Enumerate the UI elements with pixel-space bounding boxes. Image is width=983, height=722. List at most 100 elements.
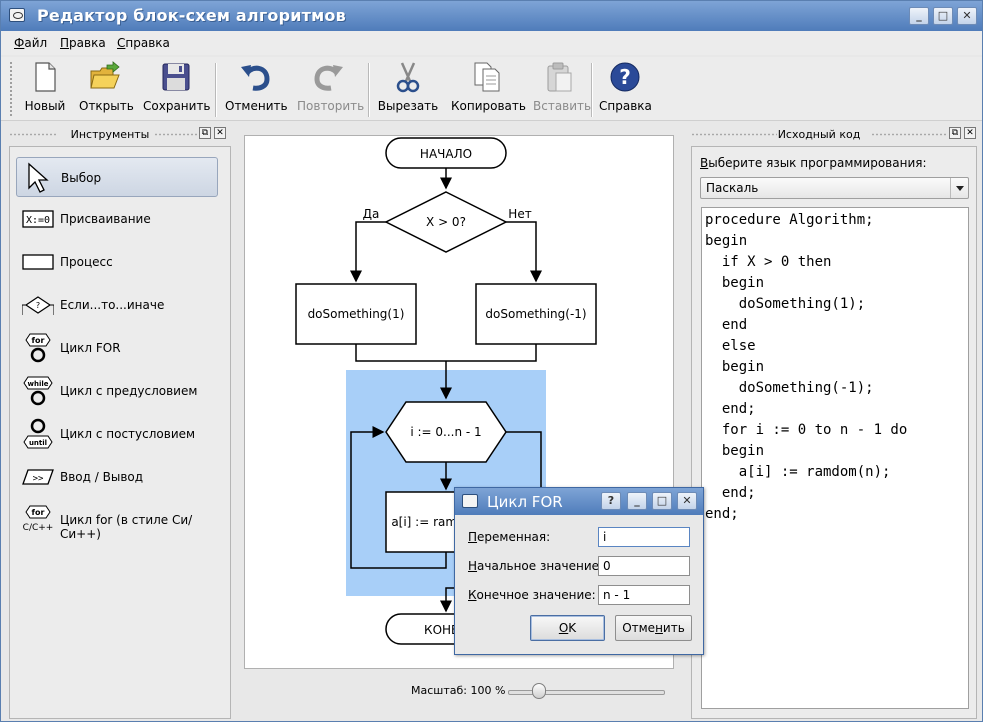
condition-block[interactable] (384, 191, 508, 253)
zoom-slider-thumb[interactable] (532, 683, 546, 699)
new-button-label: Новый (24, 99, 66, 113)
tool-assignment[interactable]: X:=0 Присваивание (16, 199, 218, 239)
variable-input[interactable]: i (598, 527, 690, 547)
source-dock-float-button[interactable]: ⧉ (949, 127, 961, 139)
dialog-maximize-button[interactable]: □ (652, 492, 672, 510)
toolbar: Новый Открыть Сохранить Отменить П (1, 57, 982, 121)
svg-text:X:=0: X:=0 (26, 215, 50, 226)
until-loop-icon: until (22, 418, 54, 450)
source-dock-header[interactable]: Исходный код ⧉ ✕ (691, 125, 977, 143)
help-icon: ? (609, 61, 641, 93)
for-loop-header-label: i := 0...n - 1 (410, 425, 481, 439)
pointer-arrow-icon (23, 162, 55, 194)
dialog-minimize-button[interactable]: _ (627, 492, 647, 510)
cut-button[interactable]: Вырезать (377, 61, 439, 119)
source-dock-title: Исходный код (777, 128, 861, 141)
for-loop-icon: for (22, 332, 54, 364)
tool-io[interactable]: >> Ввод / Вывод (16, 457, 218, 497)
zoom-slider-track[interactable] (508, 690, 665, 695)
open-button-label: Открыть (79, 99, 134, 113)
ok-button-mnemonic: O (558, 621, 569, 635)
end-value-input[interactable]: n - 1 (598, 585, 690, 605)
tool-if-label: Если...то...иначе (60, 298, 165, 312)
menu-edit[interactable]: Правка (60, 36, 106, 50)
tool-for[interactable]: for Цикл FOR (16, 328, 218, 368)
window-titlebar[interactable]: Редактор блок-схем алгоритмов _ □ ✕ (1, 1, 982, 31)
menu-help-mnemonic: С (117, 36, 126, 50)
menu-help[interactable]: Справка (117, 36, 170, 50)
copy-button[interactable]: Копировать (451, 61, 526, 119)
assignment-icon: X:=0 (22, 203, 54, 235)
svg-text:>>: >> (33, 474, 44, 484)
yes-label: Да (363, 207, 380, 221)
cancel-button[interactable]: Отменить (615, 615, 692, 641)
save-floppy-icon (160, 61, 192, 93)
paste-button[interactable]: Вставить (533, 61, 591, 119)
ok-button[interactable]: OK (530, 615, 605, 641)
language-select[interactable]: Паскаль (700, 177, 969, 199)
tool-process-label: Процесс (60, 255, 113, 269)
tools-dock-title: Инструменты (70, 128, 150, 141)
source-panel: Выберите язык программирования: Паскаль … (691, 146, 977, 719)
no-process-block[interactable] (475, 283, 597, 345)
save-button[interactable]: Сохранить (143, 61, 211, 119)
help-button[interactable]: ? Справка (599, 61, 652, 119)
start-value-label: Начальное значение: (468, 559, 603, 573)
dialog-titlebar[interactable]: Цикл FOR ? _ □ ✕ (455, 488, 703, 515)
ok-button-rest: K (568, 621, 577, 635)
cut-button-label: Вырезать (377, 99, 439, 113)
redo-button[interactable]: Повторить (297, 61, 364, 119)
variable-label: Переменная: (468, 530, 550, 544)
copy-button-label: Копировать (451, 99, 526, 113)
tool-select[interactable]: Выбор (16, 157, 218, 197)
app-icon[interactable] (9, 8, 25, 22)
language-label: Выберите язык программирования: (700, 156, 927, 170)
open-button[interactable]: Открыть (79, 61, 134, 119)
process-rectangle-icon (22, 246, 54, 278)
chevron-down-icon[interactable] (950, 178, 968, 198)
tool-if[interactable]: ? Если...то...иначе (16, 285, 218, 325)
tools-dock-grip (9, 133, 57, 136)
source-code-view[interactable]: procedure Algorithm; begin if X > 0 then… (701, 207, 969, 709)
tool-io-label: Ввод / Вывод (60, 470, 144, 484)
dialog-help-button[interactable]: ? (601, 492, 621, 510)
tool-while-label: Цикл с предусловием (60, 384, 198, 398)
end-value-label: Конечное значение: (468, 588, 596, 602)
menu-file[interactable]: Файл (14, 36, 47, 50)
menu-file-mnemonic: Ф (14, 36, 25, 50)
tool-until[interactable]: until Цикл с постусловием (16, 414, 218, 454)
variable-label-mnemonic: П (468, 530, 478, 544)
dialog-close-button[interactable]: ✕ (677, 492, 697, 510)
dialog-app-icon (462, 494, 478, 508)
start-value-label-rest: ачальное значение: (477, 559, 604, 573)
minimize-button[interactable]: _ (909, 7, 929, 25)
tool-assignment-label: Присваивание (60, 212, 151, 226)
new-button[interactable]: Новый (21, 61, 69, 119)
menu-edit-mnemonic: П (60, 36, 70, 50)
svg-text:for: for (32, 508, 45, 517)
tools-dock-float-button[interactable]: ⧉ (199, 127, 211, 139)
if-diamond-icon: ? (21, 289, 55, 321)
cancel-button-rest: ить (662, 621, 685, 635)
source-dock-grip (691, 133, 777, 136)
maximize-button[interactable]: □ (933, 7, 953, 25)
window-title: Редактор блок-схем алгоритмов (37, 6, 346, 25)
toolbar-grip[interactable] (9, 61, 13, 117)
tools-dock-close-button[interactable]: ✕ (214, 127, 226, 139)
while-loop-icon: while (22, 375, 54, 407)
tool-while[interactable]: while Цикл с предусловием (16, 371, 218, 411)
language-select-value: Паскаль (706, 181, 759, 195)
start-value-input[interactable]: 0 (598, 556, 690, 576)
close-button[interactable]: ✕ (957, 7, 977, 25)
zoom-label: Масштаб: 100 % (411, 684, 506, 697)
cancel-button-pre: Отме (622, 621, 656, 635)
tools-dock-header[interactable]: Инструменты ⧉ ✕ (9, 125, 231, 143)
source-dock-close-button[interactable]: ✕ (964, 127, 976, 139)
for-loop-dialog: Цикл FOR ? _ □ ✕ Переменная: i Начальное… (454, 487, 704, 655)
undo-button[interactable]: Отменить (225, 61, 288, 119)
yes-process-block[interactable] (295, 283, 417, 345)
tool-process[interactable]: Процесс (16, 242, 218, 282)
